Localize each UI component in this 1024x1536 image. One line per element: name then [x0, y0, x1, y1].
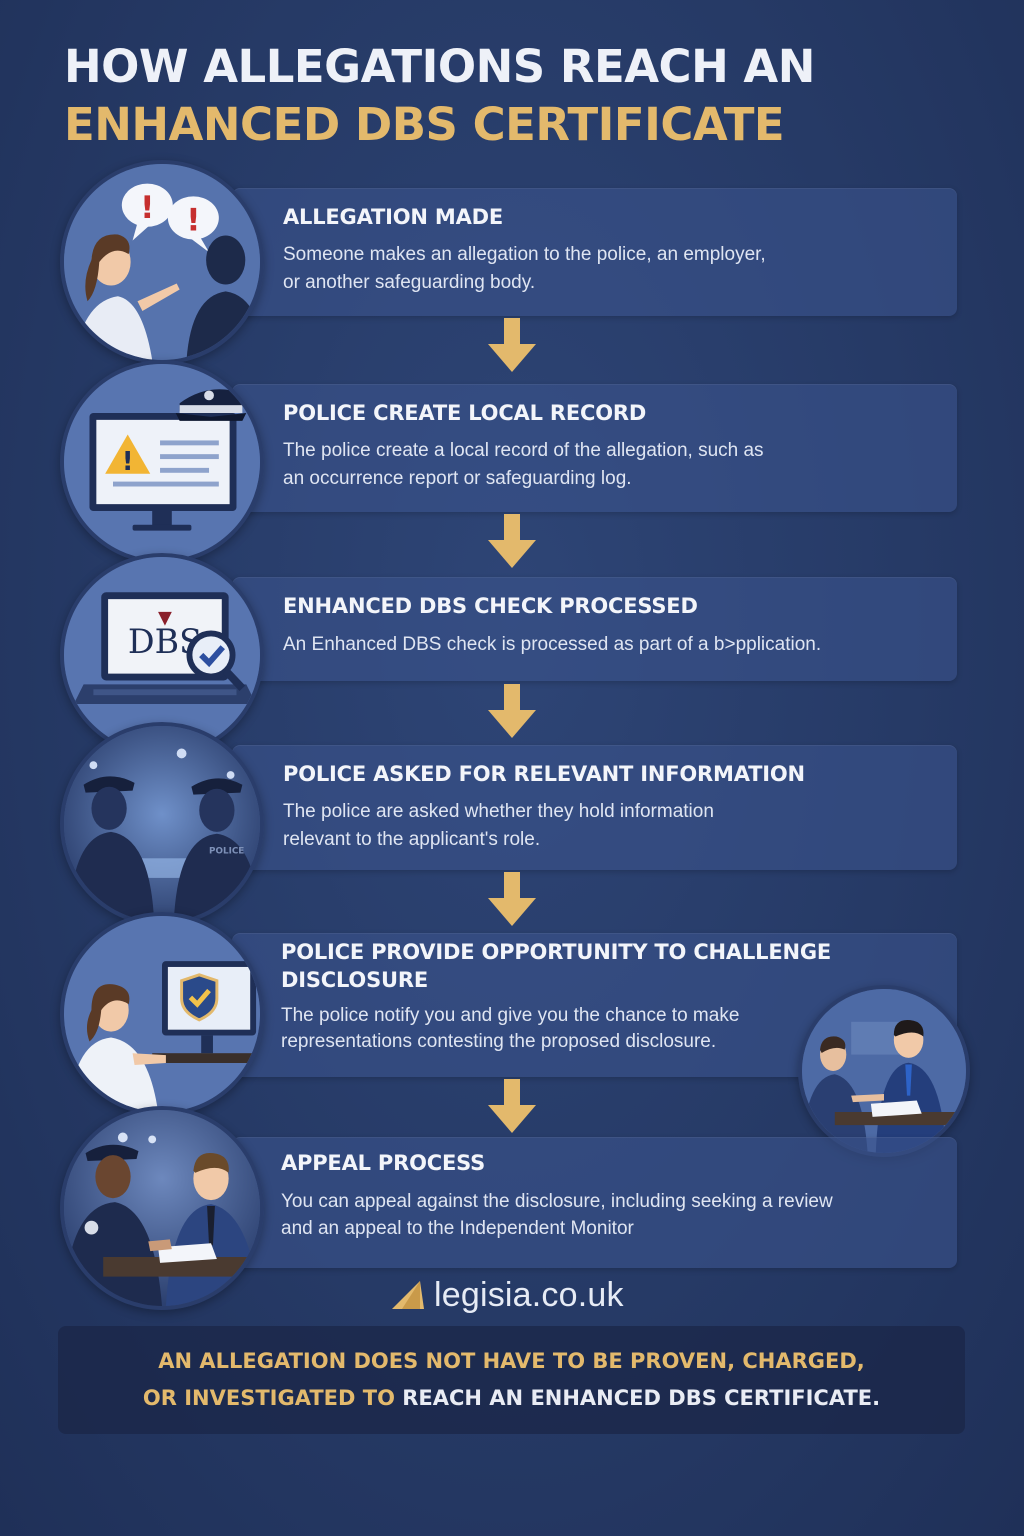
people-arguing-icon: ! ! [60, 160, 264, 364]
down-arrow-icon [486, 318, 538, 374]
step-text-line: and an appeal to the Independent Monitor [281, 1218, 634, 1239]
footer-line-2-gold: OR INVESTIGATED TO [142, 1386, 403, 1410]
step-text-line: or another safeguarding body. [283, 272, 536, 293]
svg-text:!: ! [140, 190, 154, 226]
police-monitor-warning-icon: ! [60, 360, 264, 564]
step-text-line: representations contesting the proposed … [281, 1031, 717, 1052]
officer-and-applicant-icon [60, 1106, 264, 1310]
step-text-line: Someone makes an allegation to the polic… [283, 244, 766, 265]
title-line-1: HOW ALLEGATIONS REACH AN [64, 40, 815, 93]
footer-line-1: AN ALLEGATION DOES NOT HAVE TO BE PROVEN… [158, 1349, 865, 1373]
page-title: HOW ALLEGATIONS REACH AN ENHANCED DBS CE… [64, 38, 815, 154]
step-card-police-asked-for-information: POLICE ASKED FOR RELEVANT INFORMATION Th… [232, 745, 957, 870]
step-card-enhanced-dbs-check-processed: ENHANCED DBS CHECK PROCESSED An Enhanced… [232, 577, 957, 681]
down-arrow-icon [486, 872, 538, 928]
step-card-police-create-local-record: POLICE CREATE LOCAL RECORD The police cr… [232, 384, 957, 512]
down-arrow-icon [486, 684, 538, 740]
meeting-handshake-icon [798, 985, 970, 1157]
step-heading-line: DISCLOSURE [281, 968, 428, 992]
brand-logo[interactable]: legisia.co.uk [390, 1270, 624, 1320]
step-heading: ENHANCED DBS CHECK PROCESSED [283, 594, 698, 618]
step-text-line: relevant to the applicant's role. [283, 829, 541, 850]
footer-line-2: OR INVESTIGATED TO REACH AN ENHANCED DBS… [58, 1384, 965, 1412]
logo-text: legisia.co.uk [434, 1275, 624, 1314]
step-heading-line: POLICE PROVIDE OPPORTUNITY TO CHALLENGE [281, 940, 832, 964]
step-card-appeal-process: APPEAL PROCESS You can appeal against th… [232, 1137, 957, 1268]
police-officers-icon: POLICE [60, 722, 264, 926]
svg-text:!: ! [122, 447, 134, 477]
step-heading: POLICE ASKED FOR RELEVANT INFORMATION [283, 762, 805, 786]
person-at-computer-shield-icon [60, 912, 264, 1116]
step-text-line: The police create a local record of the … [283, 440, 764, 461]
title-line-2: ENHANCED DBS CERTIFICATE [64, 98, 785, 151]
step-text-line: You can appeal against the disclosure, i… [281, 1191, 833, 1212]
step-card-allegation-made: ALLEGATION MADE Someone makes an allegat… [232, 188, 957, 316]
step-heading: ALLEGATION MADE [283, 205, 504, 229]
step-heading: POLICE CREATE LOCAL RECORD [283, 401, 647, 425]
down-arrow-icon [486, 1079, 538, 1135]
step-text-line: The police notify you and give you the c… [281, 1005, 740, 1026]
step-text-line: An Enhanced DBS check is processed as pa… [283, 634, 822, 655]
police-badge-text: POLICE [209, 846, 244, 856]
step-text-line: an occurrence report or safeguarding log… [283, 468, 632, 489]
footer-line-2-light: REACH AN ENHANCED DBS CERTIFICATE. [402, 1386, 881, 1410]
step-text-line: The police are asked whether they hold i… [283, 801, 714, 822]
footer-note: AN ALLEGATION DOES NOT HAVE TO BE PROVEN… [58, 1326, 965, 1434]
svg-text:!: ! [186, 203, 200, 239]
step-heading: APPEAL PROCESS [281, 1151, 486, 1175]
down-arrow-icon [486, 514, 538, 570]
legisia-logo-icon [392, 1281, 424, 1309]
